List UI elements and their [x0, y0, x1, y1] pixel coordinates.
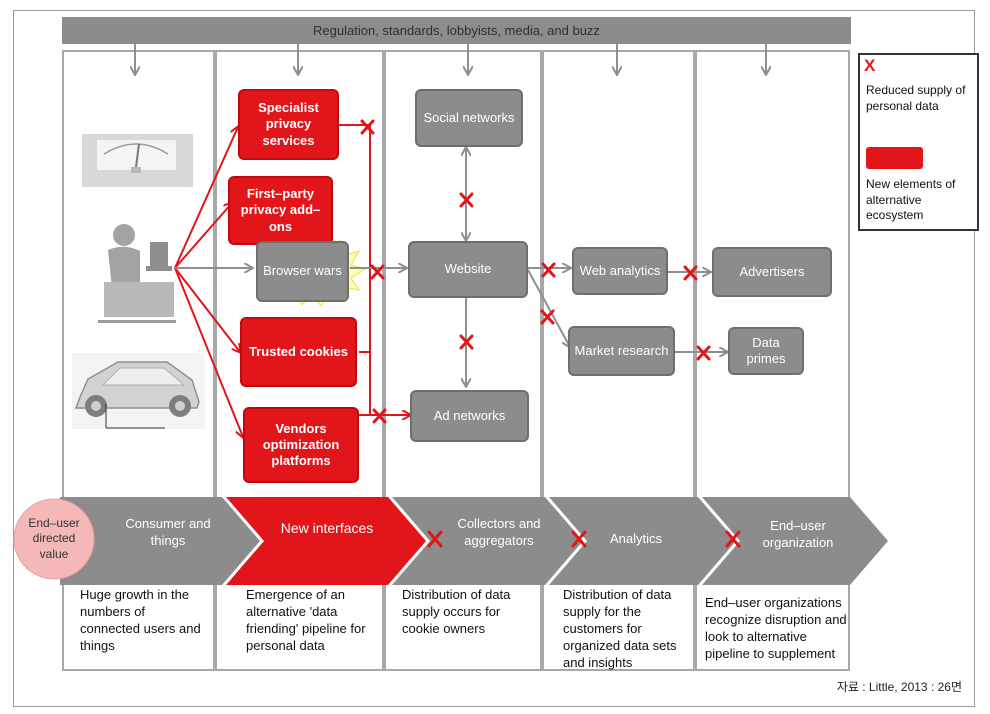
- box-web-analytics: Web analytics: [572, 247, 668, 295]
- desc-new-interfaces: Emergence of an alternative 'data friend…: [246, 587, 366, 653]
- label-end-user-value: End–user directed value: [28, 515, 80, 561]
- x-mark-data-primes: [696, 345, 711, 361]
- x-mark-website: [541, 262, 556, 278]
- legend-swatch-label: New elements of alternative ecosystem: [866, 177, 956, 223]
- box-market-research: Market research: [568, 326, 675, 376]
- chevron-new-interfaces: [226, 497, 426, 585]
- outer-frame: [13, 10, 975, 707]
- label-collectors: Collectors and aggregators: [457, 516, 541, 548]
- chevron-x-marks: [427, 530, 741, 548]
- box-advertisers: Advertisers: [712, 247, 832, 297]
- desc-end-user-org: End–user organizations recognize disrupt…: [705, 595, 847, 661]
- chevron-bar: [13, 497, 888, 585]
- desc-analytics: Distribution of data supply for the cust…: [563, 587, 677, 670]
- source-citation: 자료 : Little, 2013 : 26면: [836, 680, 962, 694]
- label-new-interfaces: New interfaces: [280, 519, 374, 536]
- x-mark-market: [540, 309, 555, 325]
- desc-collectors: Distribution of data supply occurs for c…: [402, 587, 511, 636]
- reduced-supply-x-marks: [360, 119, 711, 424]
- box-ad-networks: Ad networks: [410, 390, 529, 442]
- x-mark-social: [459, 192, 474, 208]
- x-mark-specialist: [360, 119, 375, 135]
- chevron-consumer: [60, 497, 260, 585]
- box-data-primes: Data primes: [728, 327, 804, 375]
- chevron-end-user-org: [702, 497, 888, 585]
- box-website: Website: [408, 241, 528, 298]
- label-consumer: Consumer and things: [125, 516, 211, 548]
- header-down-arrows: [135, 44, 766, 74]
- person-illustration: [98, 224, 176, 323]
- x-mark-web-analytics: [683, 265, 698, 281]
- chevron-collectors: [392, 497, 583, 585]
- box-specialist-privacy: Specialist privacy services: [238, 89, 339, 160]
- box-trusted-cookies: Trusted cookies: [240, 317, 357, 387]
- car-illustration: [72, 353, 205, 429]
- box-social-networks: Social networks: [415, 89, 523, 147]
- legend-red-swatch: [866, 147, 923, 169]
- box-browser-wars: Browser wars: [256, 241, 349, 302]
- chevron-analytics: [549, 497, 736, 585]
- box-first-party-addons: First–party privacy add–ons: [228, 176, 333, 245]
- legend-x-label: Reduced supply of personal data: [866, 83, 966, 113]
- x-mark-browser: [370, 264, 385, 280]
- regulation-bar: Regulation, standards, lobbyists, media,…: [62, 17, 851, 44]
- gauge-illustration: [82, 134, 193, 187]
- end-user-value-circle: [13, 498, 95, 580]
- legend-x-icon: X: [864, 56, 876, 75]
- label-end-user-org: End–user organization: [762, 518, 834, 550]
- legend-box: [858, 53, 979, 231]
- x-mark-vendors: [372, 408, 387, 424]
- label-analytics: Analytics: [609, 530, 663, 546]
- box-vendors-platforms: Vendors optimization platforms: [243, 407, 359, 483]
- desc-consumer: Huge growth in the numbers of connected …: [80, 587, 201, 653]
- red-fan-arrows: [174, 127, 243, 437]
- x-mark-ad: [459, 334, 474, 350]
